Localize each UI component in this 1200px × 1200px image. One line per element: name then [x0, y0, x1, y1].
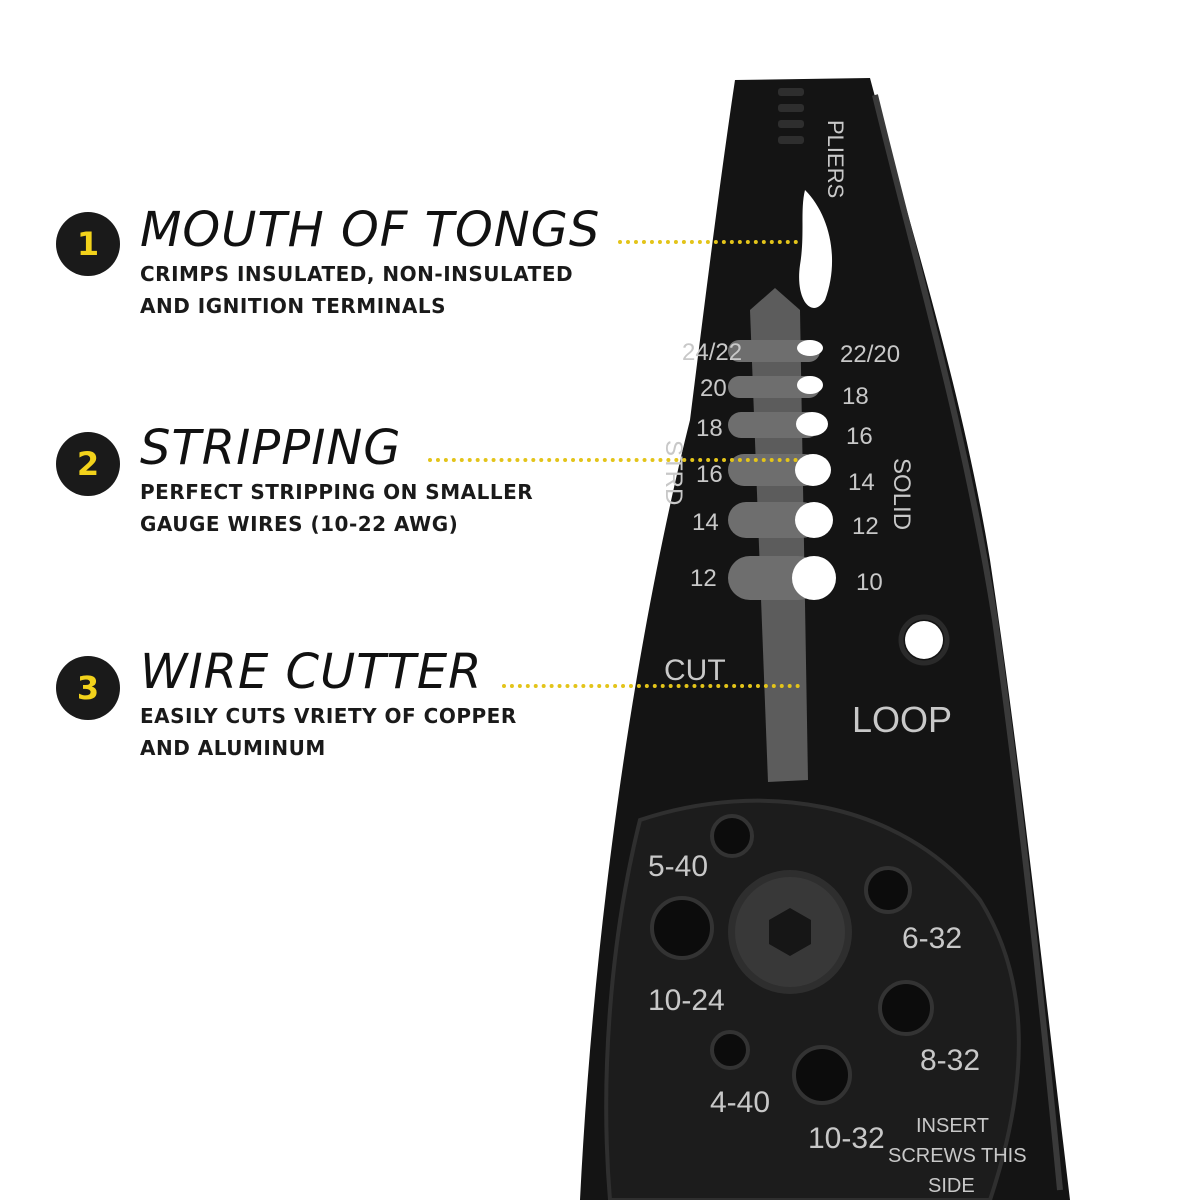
callout-title: WIRE CUTTER	[140, 644, 483, 700]
solid-gauge: 14	[848, 469, 875, 496]
stranded-gauge: 20	[700, 375, 727, 402]
stranded-gauge: 18	[696, 415, 723, 442]
insert-note-line: SIDE	[928, 1175, 975, 1197]
screw-size-label: 6-32	[902, 922, 962, 955]
screw-size-label: 10-32	[808, 1122, 885, 1155]
loop-label: LOOP	[852, 699, 952, 740]
stripping-holes	[792, 340, 836, 600]
callout-description-line: CRIMPS INSULATED, NON-INSULATED	[140, 262, 574, 286]
threaded-holes	[650, 814, 934, 1105]
callout-title: STRIPPING	[140, 420, 402, 476]
loop-hole	[905, 621, 943, 659]
stranded-gauge: 14	[692, 509, 719, 536]
callout-number-badge: 3	[56, 656, 120, 720]
callout-description-line: PERFECT STRIPPING ON SMALLER	[140, 480, 534, 504]
callout-description-line: EASILY CUTS VRIETY OF COPPER	[140, 704, 517, 728]
screw-size-label: 4-40	[710, 1086, 770, 1119]
stranded-gauge: 16	[696, 461, 723, 488]
solid-gauge: 12	[852, 513, 879, 540]
crimp-teeth	[778, 88, 804, 144]
callout-description-line: GAUGE WIRES (10-22 AWG)	[140, 512, 459, 536]
callout-title: MOUTH OF TONGS	[140, 202, 601, 258]
stranded-label: STRD	[660, 440, 687, 505]
solid-gauge: 18	[842, 383, 869, 410]
jaw-edge-highlight	[872, 94, 1063, 1191]
callout-leader-line	[618, 240, 798, 244]
solid-gauge: 10	[856, 569, 883, 596]
solid-label: SOLID	[888, 458, 915, 530]
pivot-screw	[728, 870, 852, 994]
mouth-opening	[799, 190, 833, 308]
pliers-label: PLIERS	[823, 120, 848, 198]
callout-number-badge: 2	[56, 432, 120, 496]
callout-number-badge: 1	[56, 212, 120, 276]
stranded-gauge: 24/22	[682, 339, 742, 366]
solid-gauge: 16	[846, 423, 873, 450]
callout-description: PERFECT STRIPPING ON SMALLER GAUGE WIRES…	[140, 476, 533, 540]
screw-size-label: 10-24	[648, 984, 725, 1017]
pivot-plate	[604, 798, 1021, 1200]
callout-description-line: AND ALUMINUM	[140, 736, 326, 760]
cut-label: CUT	[664, 654, 726, 687]
callout-description: CRIMPS INSULATED, NON-INSULATED AND IGNI…	[140, 258, 573, 322]
callout-leader-line	[428, 458, 798, 462]
callout-leader-line	[502, 684, 800, 688]
solid-gauge: 22/20	[840, 341, 900, 368]
screw-size-label: 8-32	[920, 1044, 980, 1077]
stranded-gauge: 12	[690, 565, 717, 592]
etched-markings: PLIERS STRD SOLID 24/22 20 18 16 14 12 2…	[648, 120, 1027, 1197]
callout-description: EASILY CUTS VRIETY OF COPPER AND ALUMINU…	[140, 700, 517, 764]
callout-description-line: AND IGNITION TERMINALS	[140, 294, 447, 318]
screw-size-label: 5-40	[648, 850, 708, 883]
insert-note-line: SCREWS THIS	[888, 1145, 1027, 1167]
insert-note-line: INSERT	[916, 1115, 989, 1137]
